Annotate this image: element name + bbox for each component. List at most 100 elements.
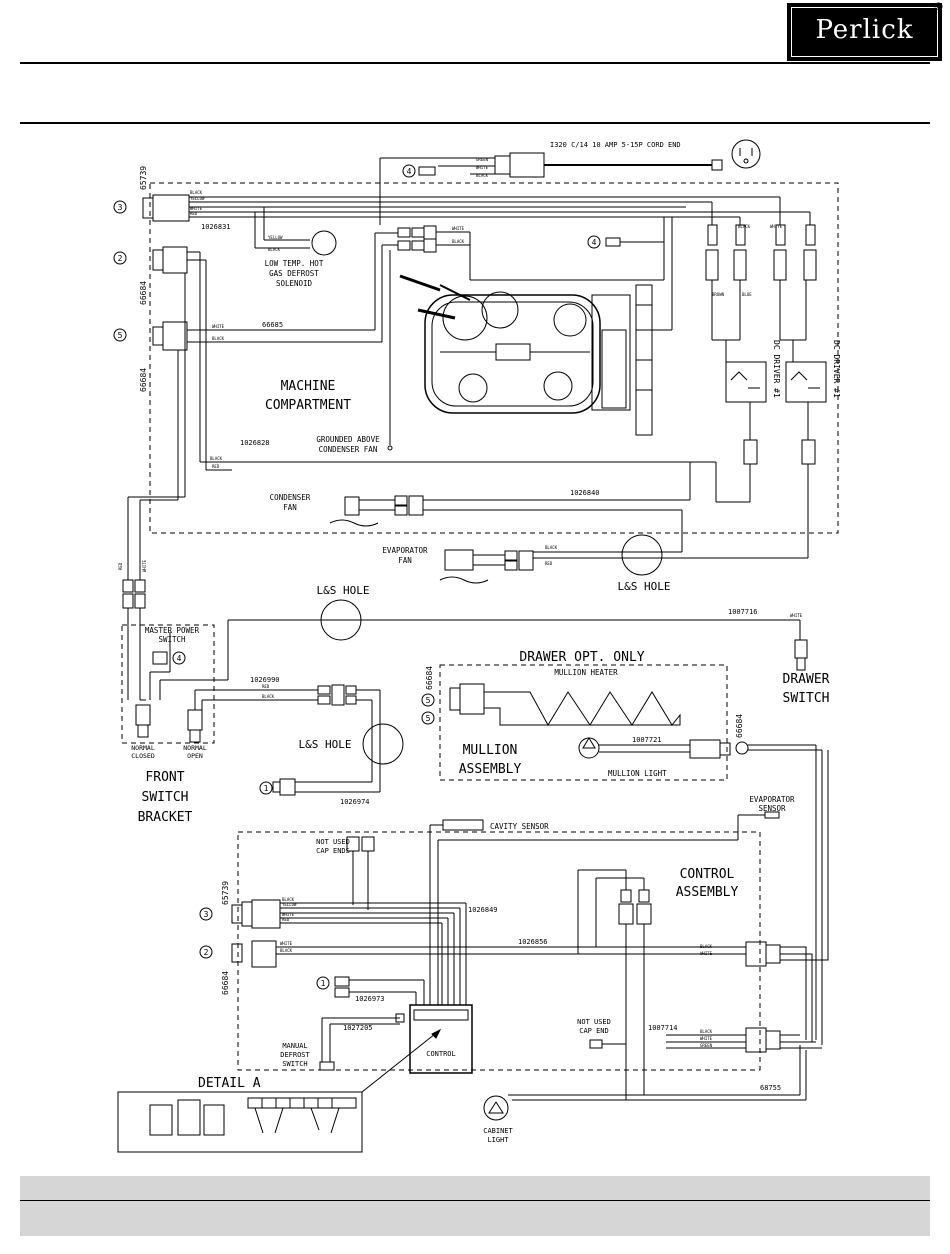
drv1-out-plug [743, 439, 758, 465]
dc-driver-1-symbol [730, 371, 760, 389]
front-switch-title-2: SWITCH [142, 790, 189, 805]
relay-plug-b1 [638, 889, 650, 903]
trunk-plug-a2 [122, 593, 134, 609]
drv2-plug-b [803, 249, 817, 281]
evap-plug-c [518, 550, 534, 571]
manual-defrost-label-3: SWITCH [282, 1060, 307, 1068]
conn5-white-label: WHITE [212, 324, 225, 329]
connector-1-cap-top [272, 781, 281, 793]
condenser-fan-motor [344, 496, 360, 516]
cord-end-label: I320 C/14 10 AMP 5-15P CORD END [550, 141, 681, 149]
comp-plug-1b [411, 227, 425, 238]
front-switch-bracket-border [121, 624, 215, 744]
comp-plug-2a [397, 240, 411, 251]
connector-4-plug-inner [605, 237, 621, 247]
right-conn-a-wires [780, 750, 829, 1042]
logo-wordmark: Perlick [815, 15, 914, 45]
part-1026974: 1026974 [340, 798, 370, 806]
drawer-title: DRAWER OPT. ONLY [519, 650, 644, 665]
trunk-red-label: RED [118, 562, 123, 570]
right-conn-a-cap [765, 944, 781, 964]
evap-fan-label-1: EVAPORATOR [382, 546, 428, 555]
connector-4-marker-switch [172, 651, 186, 665]
comp-plug-1a [397, 227, 411, 238]
condenser-fan-blade [329, 519, 379, 527]
control-title-1: CONTROL [680, 867, 735, 882]
connector-1-number-ctrl: 1 [321, 979, 326, 988]
mullion-title-2: ASSEMBLY [459, 762, 522, 777]
connector-66684-cap [152, 249, 164, 271]
mullion-assembly: MULLION HEATER 5 5 66684 MULLION LIGHT 1… [421, 666, 823, 1045]
no-black-label: BLACK [262, 694, 275, 699]
normal-open-switch [187, 709, 203, 731]
registered-mark: ® [933, 0, 944, 13]
cabinet-light-housing [483, 1095, 509, 1121]
evap-plug-a [504, 550, 518, 561]
not-used-cap-2 [361, 836, 375, 852]
not-used-caps-label-1: NOT USED [316, 838, 350, 846]
bus-black-label: BLACK [190, 190, 203, 195]
control-title-2: ASSEMBLY [676, 885, 739, 900]
ctrl-conn2-body [251, 940, 277, 968]
connector-66685-cap [152, 326, 164, 346]
compressor-dome-right [553, 303, 587, 337]
rb-white-label: WHITE [700, 1036, 713, 1041]
evap-sensor-label-2: SENSOR [758, 804, 786, 813]
connector-5-marker-top [113, 328, 127, 342]
part-66685: 66685 [262, 321, 283, 329]
right-conn-b-cap [765, 1030, 781, 1050]
ground-point [387, 445, 393, 451]
condenser-plug-c [408, 495, 424, 516]
connector-1-body-top [279, 778, 296, 796]
compressor-pipe-2 [417, 308, 456, 320]
master-power-label-2: SWITCH [158, 635, 186, 644]
machine-wiring: 3 65739 1026831 BLACK YELLOW WHITE RED Y… [113, 158, 841, 558]
connector-2-number-top: 2 [118, 254, 123, 263]
normal-open-label-2: OPEN [187, 752, 203, 760]
connector-3-number-top: 3 [118, 203, 123, 212]
detail-leader-lines [254, 1107, 340, 1134]
condenser-fan-label-1: CONDENSER [270, 493, 311, 502]
front-switch-title-1: FRONT [145, 770, 184, 785]
relay-plug-a2 [618, 903, 634, 925]
connector-3-marker-ctrl [199, 907, 213, 921]
ctrl-conn1-a [334, 976, 350, 987]
condenser-plug-a [394, 495, 408, 506]
front-switch-title-3: BRACKET [138, 810, 193, 825]
cavity-sensor [442, 819, 484, 831]
part-1007714: 1007714 [648, 1024, 678, 1032]
manual-defrost-label-1: MANUAL [282, 1042, 307, 1050]
cord-connector-cap [494, 155, 511, 175]
machine-compartment-border [149, 182, 839, 534]
no-red-label: RED [262, 684, 270, 689]
right-conn-b-wires [780, 1034, 822, 1049]
compressor-dome-top [481, 291, 519, 329]
normal-closed-switch [135, 704, 151, 726]
solenoid-label-1: LOW TEMP. HOT [265, 259, 324, 268]
plug-ground [743, 158, 749, 164]
grounded-label-1: GROUNDED ABOVE [316, 435, 380, 444]
right-black-label: BLACK [700, 944, 713, 949]
header-rule-top [20, 62, 930, 64]
part-66684-b: 66684 [139, 368, 148, 392]
ls-holes: L&S HOLE L&S HOLE L&S HOLE [299, 534, 670, 765]
mullion-light-marker [735, 741, 749, 755]
ctrl-conn3-mid [241, 901, 253, 927]
connector-1-number-top: 1 [264, 784, 269, 793]
evap-black-label: BLACK [545, 545, 558, 550]
evaporator-fan: EVAPORATOR FAN BLACK RED [382, 545, 808, 584]
compressor-pipe-1 [399, 274, 441, 292]
no-plug-b1 [317, 695, 331, 705]
comp-plug-2b [411, 240, 425, 251]
perlick-logo: Perlick ® [787, 0, 944, 61]
connector-3-marker-top [113, 200, 127, 214]
cord-strain-relief [711, 159, 723, 171]
drv1-plug-a-top [707, 224, 718, 246]
ctrl-conn1-b [334, 987, 350, 998]
part-65739-ctrl: 65739 [221, 881, 230, 905]
part-1026828: 1026828 [240, 439, 270, 447]
normal-open-label-1: NORMAL [183, 744, 207, 752]
mullion-light-plug-cap [719, 742, 731, 756]
connector-4-number-inner: 4 [592, 238, 597, 247]
comp-plug-1c [423, 225, 437, 240]
